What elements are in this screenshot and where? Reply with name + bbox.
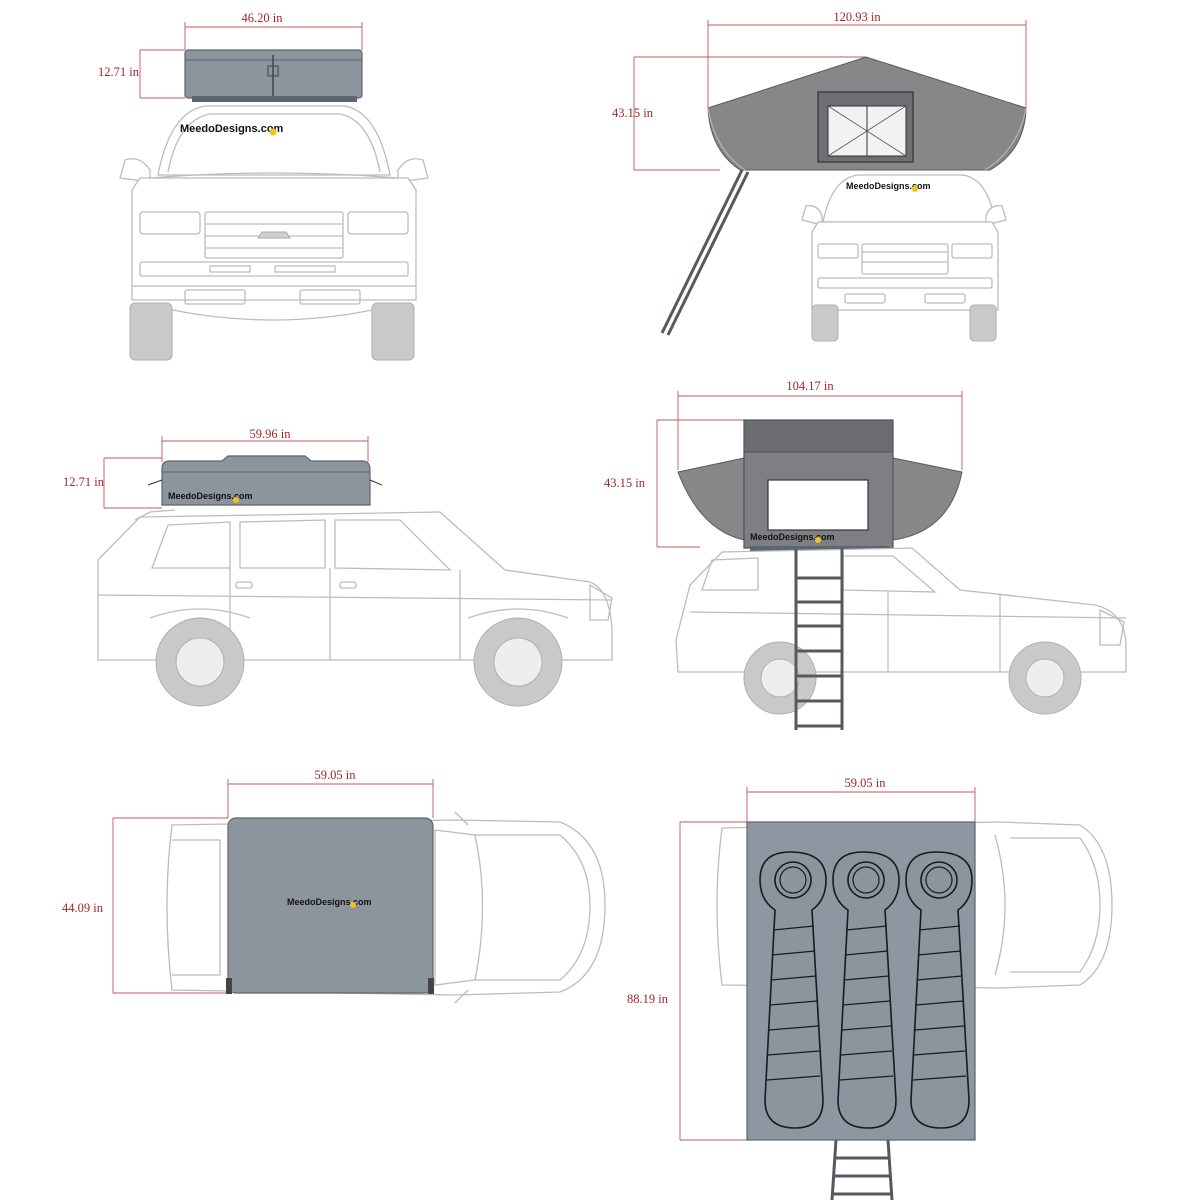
sleeping-bag-icon (905, 851, 973, 1129)
panel-side-open: 104.17 in 43.15 in (604, 379, 1127, 730)
brand-dot (233, 497, 239, 503)
brand-watermark-front-open: MeedoDesigns.com (846, 181, 931, 191)
panel-top-closed: 59.05 in 44.09 in MeedoDesigns.com (62, 768, 606, 1004)
sleeping-bag-icon (759, 851, 827, 1129)
panel-top-open: 59.05 in 88.19 in (627, 776, 1113, 1200)
top-closed-width-label: 59.05 in (315, 768, 357, 782)
front-closed-height-label: 12.71 in (98, 65, 140, 79)
ladder-icon (660, 169, 750, 336)
suv-side-view (97, 509, 613, 707)
suv-front-view (119, 105, 429, 361)
brand-watermark-top-closed: MeedoDesigns.com (287, 897, 372, 907)
panel-side-closed: 59.96 in 12.71 in (63, 427, 613, 707)
front-open-width-label: 120.93 in (833, 10, 881, 24)
brand-dot (815, 537, 821, 543)
brand-dot (912, 186, 918, 192)
panel-front-closed: 46.20 in 12.71 in (98, 11, 429, 361)
ladder-icon (794, 548, 844, 730)
top-open-width-label: 59.05 in (845, 776, 887, 790)
brand-watermark-front-closed: MeedoDesigns.com (180, 123, 284, 135)
front-closed-width-label: 46.20 in (242, 11, 284, 25)
suv-side-view-small (675, 547, 1127, 715)
rooftop-tent-closed-side (147, 455, 383, 506)
rooftop-tent-open-side (677, 419, 963, 552)
brand-dot (350, 902, 356, 908)
rooftop-tent-closed-front (184, 49, 363, 102)
rooftop-tent-open-front (707, 56, 1027, 171)
side-closed-height-label: 12.71 in (63, 475, 105, 489)
brand-dot (269, 128, 277, 136)
sleeping-bag-quilting (766, 925, 967, 1081)
side-closed-width-label: 59.96 in (250, 427, 292, 441)
brand-watermark-side-closed: MeedoDesigns.com (168, 491, 253, 501)
panel-front-open: 120.93 in 43.15 in (612, 10, 1027, 342)
top-closed-length-label: 44.09 in (62, 901, 104, 915)
side-open-height-label: 43.15 in (604, 476, 646, 490)
rooftop-tent-closed-top (226, 817, 434, 994)
front-open-height-label: 43.15 in (612, 106, 654, 120)
top-open-length-label: 88.19 in (627, 992, 669, 1006)
brand-watermark-side-open: MeedoDesigns.com (750, 532, 835, 542)
side-open-width-label: 104.17 in (786, 379, 834, 393)
ladder-icon (830, 1139, 894, 1200)
suv-front-view-small (801, 174, 1007, 342)
sleeping-bag-icon (832, 851, 900, 1129)
